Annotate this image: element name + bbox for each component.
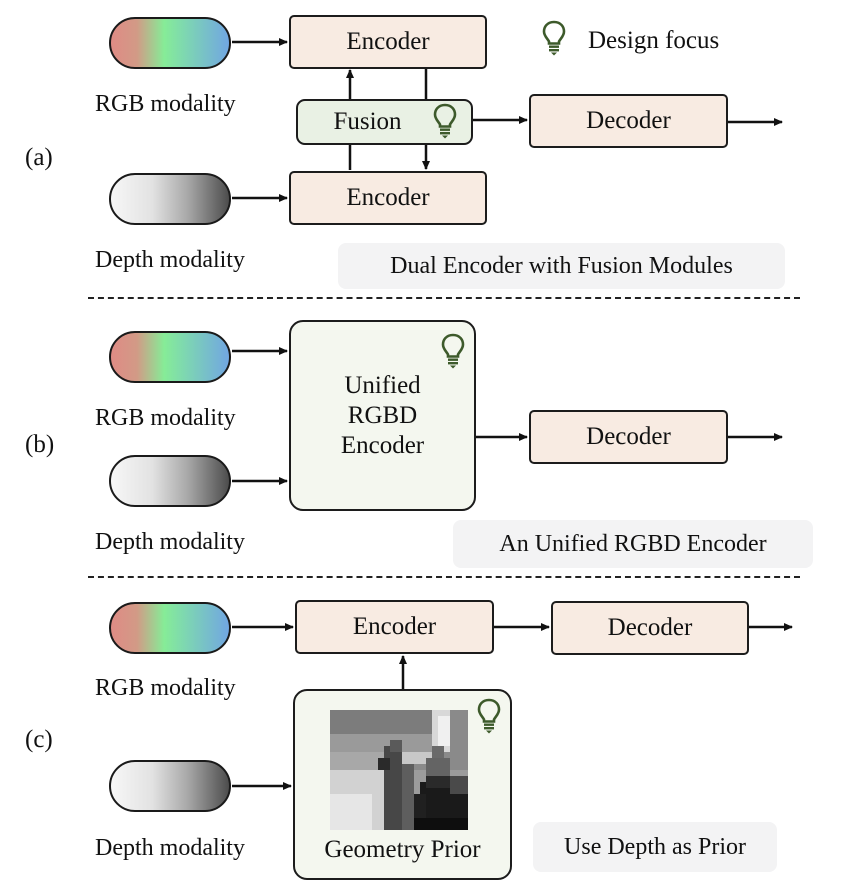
depth-modality-label: Depth modality — [95, 247, 245, 273]
encoder-rgb-label: Encoder — [346, 28, 430, 55]
lightbulb-icon — [433, 103, 457, 139]
decoder-label-c: Decoder — [607, 614, 693, 641]
encoder-depth-label: Encoder — [346, 184, 430, 211]
depth-modality-pill — [109, 455, 231, 507]
encoder-block-c: Encoder — [295, 600, 494, 654]
caption-a-text: Dual Encoder with Fusion Modules — [390, 252, 733, 279]
decoder-block-a: Decoder — [529, 94, 728, 148]
encoder-label-c: Encoder — [352, 613, 437, 640]
fusion-label: Fusion — [333, 108, 402, 135]
unified-label-line3: Encoder — [340, 431, 425, 459]
lightbulb-icon — [477, 698, 501, 734]
encoder-rgb-block: Encoder — [289, 15, 487, 69]
decoder-block-b: Decoder — [529, 410, 728, 464]
geometry-prior-label: Geometry Prior — [324, 836, 481, 863]
unified-label-line2: RGBD — [347, 401, 418, 429]
decoder-block-c: Decoder — [551, 601, 749, 655]
unified-label-line1: Unified — [344, 371, 421, 399]
panel-label-c: (c) — [25, 726, 53, 753]
caption-b-text: An Unified RGBD Encoder — [499, 530, 767, 557]
lightbulb-icon — [542, 20, 566, 56]
rgb-modality-label: RGB modality — [95, 675, 236, 701]
decoder-label-b: Decoder — [586, 423, 671, 450]
caption-b: An Unified RGBD Encoder — [453, 520, 813, 568]
depth-modality-pill — [109, 173, 231, 225]
rgb-modality-label: RGB modality — [95, 91, 236, 117]
rgb-modality-pill — [109, 17, 231, 69]
divider-b-c — [88, 576, 800, 578]
panel-label-b: (b) — [25, 431, 55, 458]
depth-modality-label: Depth modality — [95, 529, 245, 555]
depth-modality-pill — [109, 760, 231, 812]
rgb-modality-pill — [109, 331, 231, 383]
decoder-label-a: Decoder — [586, 107, 671, 134]
depth-map-image — [330, 710, 468, 830]
depth-modality-label: Depth modality — [95, 835, 245, 861]
caption-c-text: Use Depth as Prior — [564, 833, 746, 860]
panel-label-a: (a) — [25, 144, 53, 171]
fusion-block: Fusion — [296, 99, 473, 145]
caption-c: Use Depth as Prior — [533, 822, 777, 872]
rgb-modality-label: RGB modality — [95, 405, 236, 431]
divider-a-b — [88, 297, 800, 299]
legend-label: Design focus — [588, 27, 720, 54]
lightbulb-icon — [441, 333, 465, 369]
caption-a: Dual Encoder with Fusion Modules — [338, 243, 785, 289]
rgb-modality-pill — [109, 602, 231, 654]
encoder-depth-block: Encoder — [289, 171, 487, 225]
